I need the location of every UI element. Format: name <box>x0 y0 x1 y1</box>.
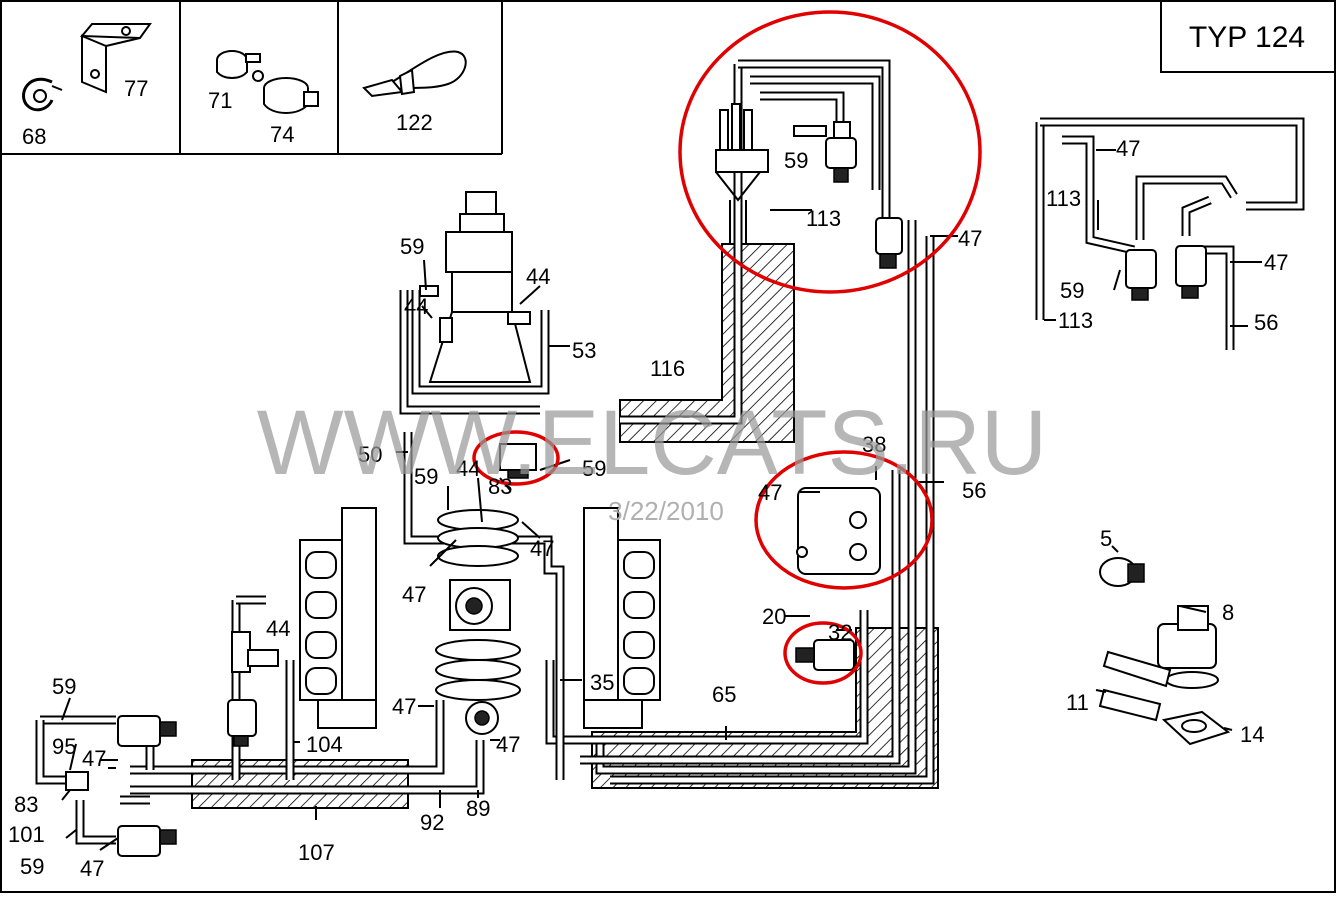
callout-83: 83 <box>14 792 38 817</box>
callout-59: 59 <box>784 148 808 173</box>
callout-47: 47 <box>402 582 426 607</box>
label-71: 71 <box>208 88 232 113</box>
callout-53: 53 <box>572 338 596 363</box>
callout-101: 101 <box>8 822 45 847</box>
callout-44: 44 <box>404 294 428 319</box>
hose-routes <box>35 59 1305 845</box>
callout-44: 44 <box>266 616 290 641</box>
callout-113: 113 <box>1046 186 1081 211</box>
clamp-part-71 <box>216 50 261 79</box>
highlight-circle-converter <box>754 450 934 590</box>
intake-plenum <box>435 509 521 735</box>
callout-95: 95 <box>52 734 76 759</box>
callout-50: 50 <box>358 442 382 467</box>
callout-104: 104 <box>306 732 343 757</box>
callout-47: 47 <box>1264 250 1288 275</box>
air-flow-meter <box>419 191 532 383</box>
callout-47: 47 <box>1116 136 1140 161</box>
label-77: 77 <box>124 76 148 101</box>
label-74: 74 <box>270 122 294 147</box>
highlight-circle-sensor <box>783 621 863 685</box>
callout-116: 116 <box>650 356 685 381</box>
watermark-date: 3/22/2010 <box>608 496 724 526</box>
callout-107: 107 <box>298 840 335 865</box>
cylinder-bank-left <box>299 507 377 729</box>
callout-47: 47 <box>958 226 982 251</box>
cylinder-bank-right <box>583 507 661 729</box>
callout-47: 47 <box>758 480 782 505</box>
title-box <box>1160 0 1336 73</box>
callout-92: 92 <box>420 810 444 835</box>
loose-parts <box>1098 557 1231 746</box>
label-68: 68 <box>22 124 46 149</box>
callout-59: 59 <box>20 854 44 879</box>
vacuum-valves <box>65 103 1207 857</box>
callout-47: 47 <box>82 746 106 771</box>
callout-47: 47 <box>496 732 520 757</box>
parts-inset <box>1 1 503 155</box>
callout-44: 44 <box>526 264 550 289</box>
inset-labels: 68 77 71 74 122 <box>22 76 433 149</box>
callout-47: 47 <box>392 694 416 719</box>
callout-83: 83 <box>488 474 512 499</box>
callout-8: 8 <box>1222 600 1234 625</box>
strap-part-122 <box>362 50 467 98</box>
highlight-circles <box>472 10 982 685</box>
callout-59: 59 <box>52 674 76 699</box>
callout-59: 59 <box>582 456 606 481</box>
bracket-part-77 <box>79 23 152 94</box>
callout-47: 47 <box>530 536 554 561</box>
callout-20: 20 <box>762 604 786 629</box>
label-122: 122 <box>396 110 433 135</box>
watermark-site: WWW.ELCATS.RU <box>257 392 1048 494</box>
callout-113: 113 <box>1058 308 1093 333</box>
callout-59: 59 <box>414 464 438 489</box>
hose-clamp-part-74 <box>252 70 319 114</box>
callout-47: 47 <box>80 856 104 881</box>
clip-part-68 <box>22 78 63 112</box>
callout-5: 5 <box>1100 526 1112 551</box>
callout-labels: 59 113 47 59 44 44 53 116 38 50 59 44 59… <box>8 136 1288 881</box>
callout-32: 32 <box>828 620 852 645</box>
highlight-circle-top <box>678 10 982 294</box>
callout-89: 89 <box>466 796 490 821</box>
callout-65: 65 <box>712 682 736 707</box>
callout-56: 56 <box>962 478 986 503</box>
callout-59: 59 <box>1060 278 1084 303</box>
callout-11: 11 <box>1066 690 1089 715</box>
callout-14: 14 <box>1240 722 1264 747</box>
callout-38: 38 <box>862 432 886 457</box>
callout-35: 35 <box>590 670 614 695</box>
callout-56: 56 <box>1254 310 1278 335</box>
callout-113: 113 <box>806 206 841 231</box>
callout-44: 44 <box>456 456 480 481</box>
highlight-circle-valve <box>472 430 560 486</box>
diagram-title: TYP 124 <box>1189 21 1305 54</box>
callout-59: 59 <box>400 234 424 259</box>
